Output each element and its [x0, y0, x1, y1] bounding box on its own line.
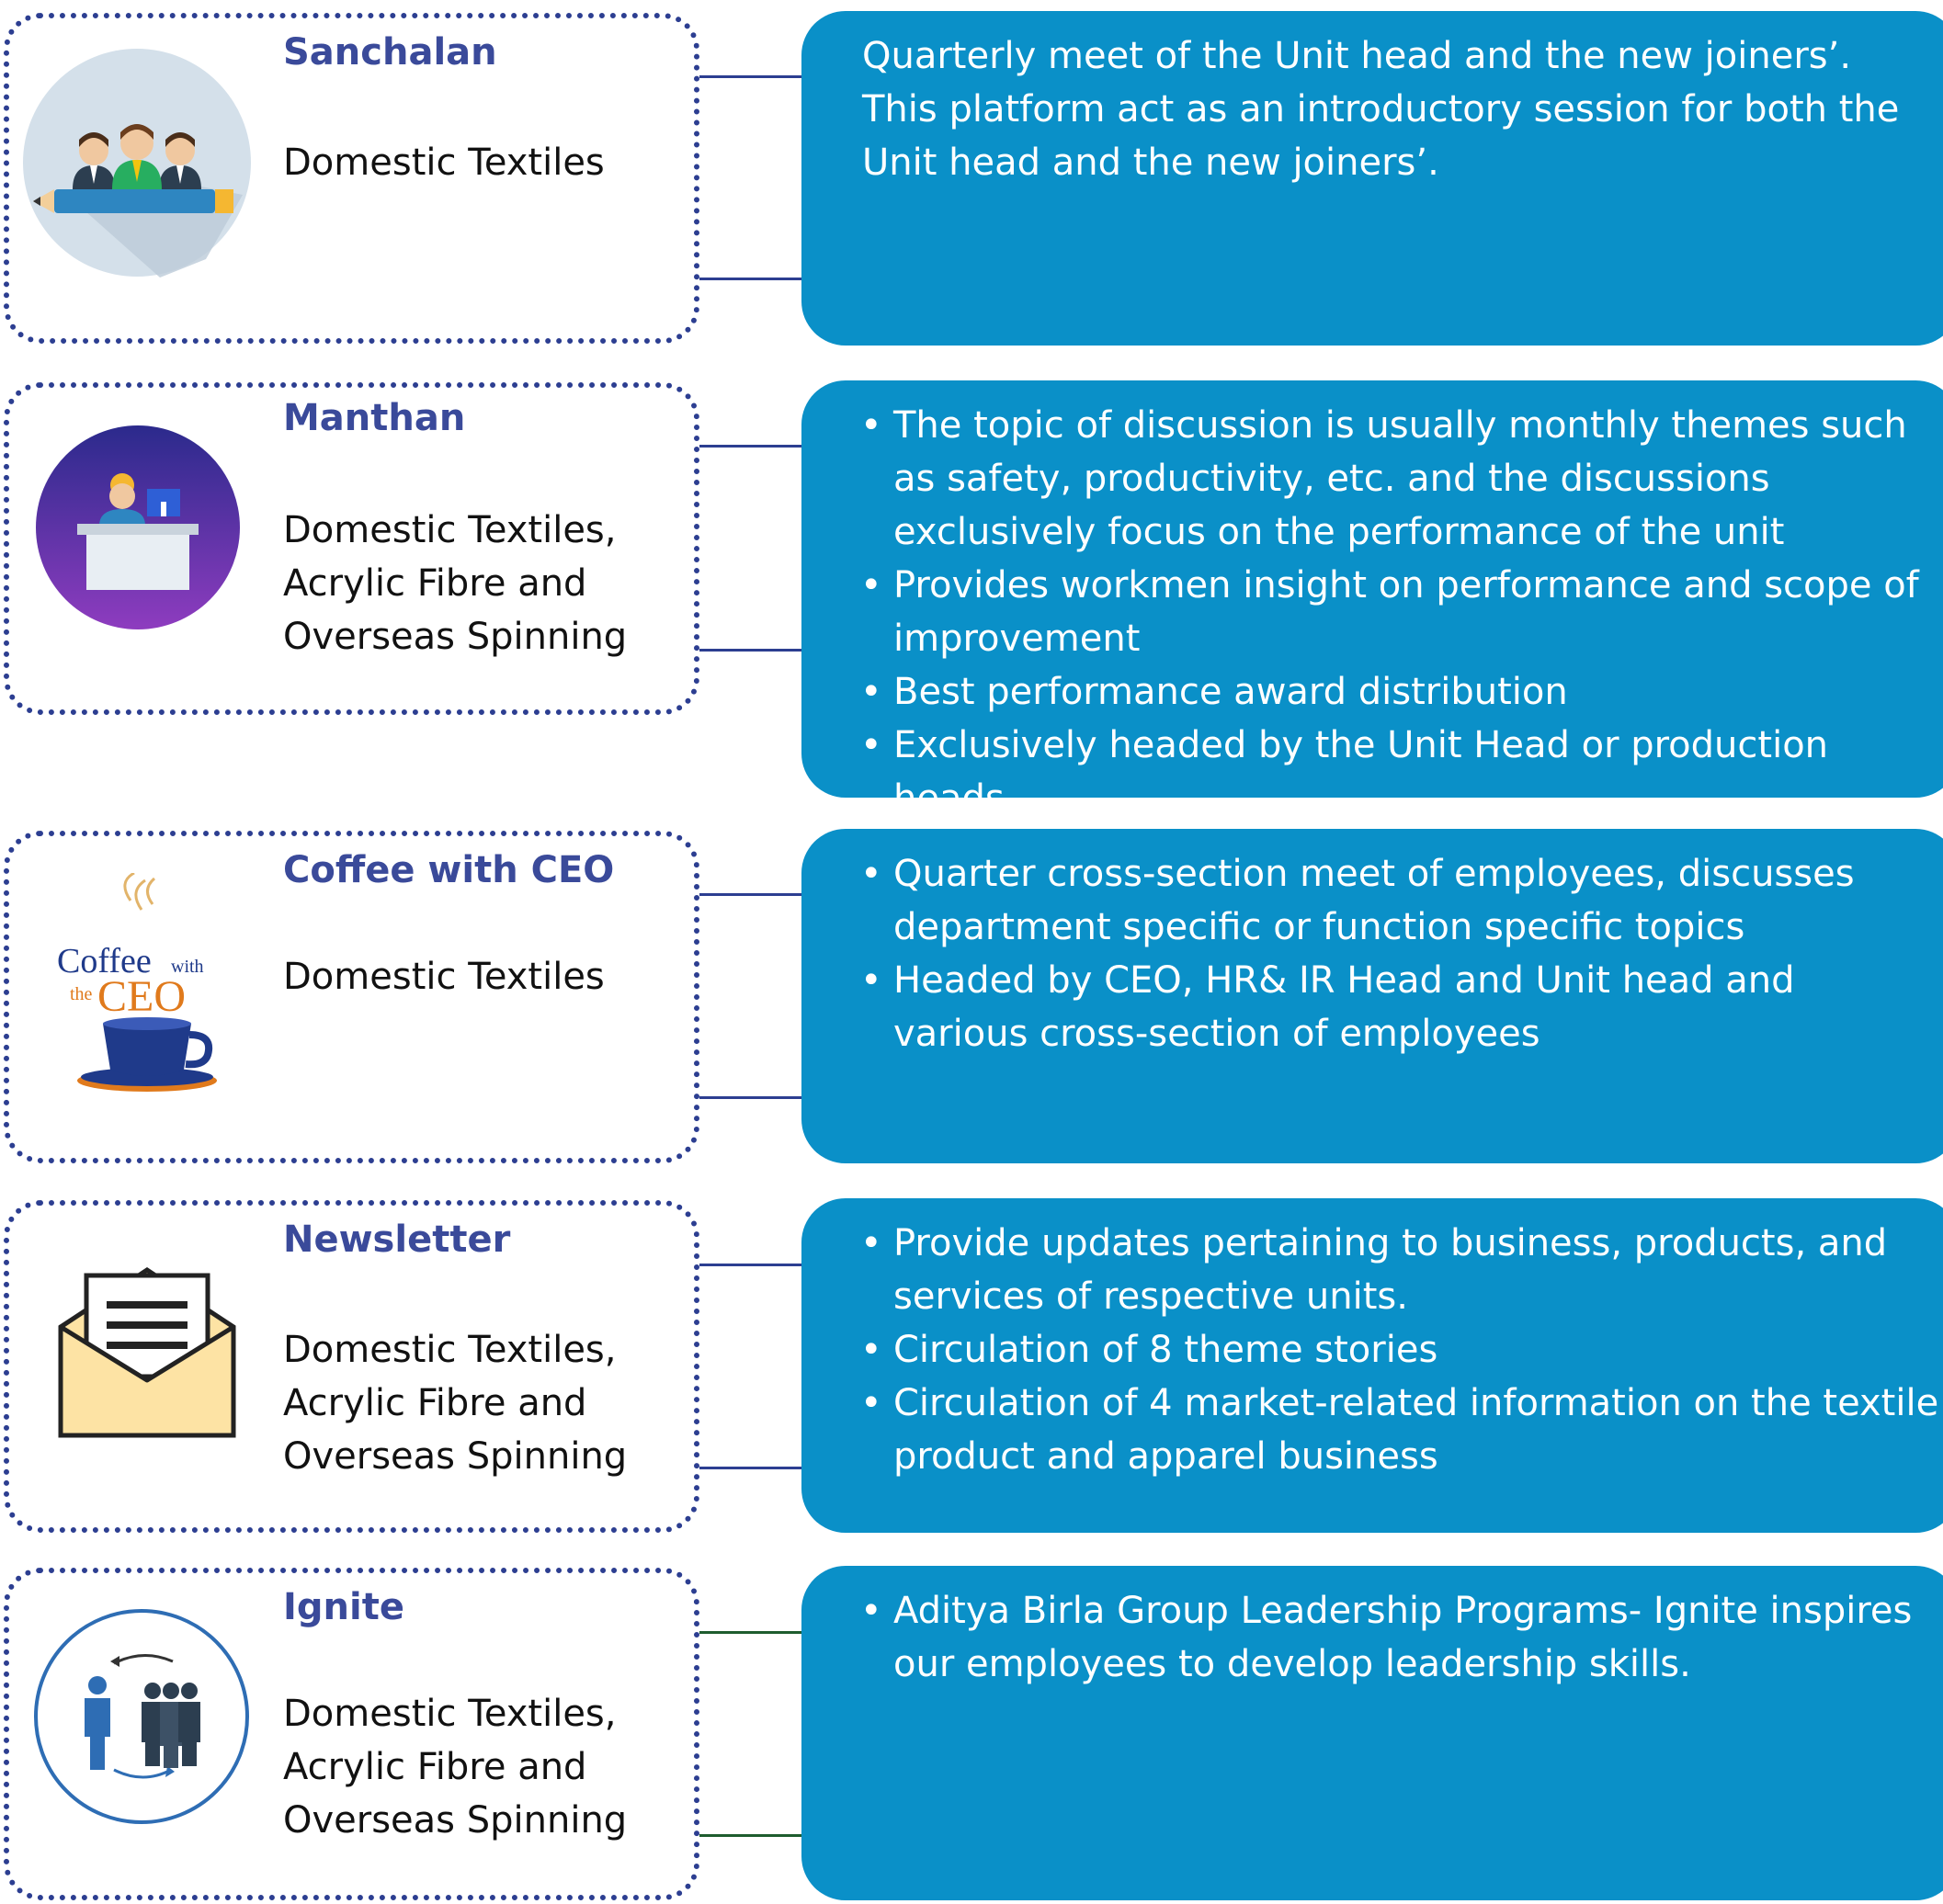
connector-dot — [824, 885, 843, 903]
coffee-cup-icon — [77, 1017, 217, 1092]
worker-desk-icon — [35, 425, 241, 634]
program-units: Domestic Textiles, Acrylic Fibre and Ove… — [283, 509, 628, 658]
description-bullet: Provide updates pertaining to business, … — [860, 1217, 1943, 1323]
connector-line — [699, 640, 843, 659]
leader-team-icon — [33, 1608, 250, 1829]
description-bullet: Circulation of 4 market-related informat… — [860, 1377, 1943, 1483]
connector-dot — [824, 1088, 843, 1106]
connector-line — [699, 1255, 843, 1274]
program-description-box: The topic of discussion is usually month… — [801, 380, 1943, 820]
program-card: Coffee with the CEO Coffee with CEO Dome… — [4, 831, 699, 1163]
connector-dot — [824, 640, 843, 659]
connector-dot — [824, 1458, 843, 1477]
coffee-with-ceo-logo: Coffee with the CEO — [51, 871, 235, 1097]
connector-line — [699, 1458, 843, 1477]
description-text: Quarterly meet of the Unit head and the … — [862, 35, 1900, 184]
description-bullets: Provide updates pertaining to business, … — [860, 1217, 1943, 1483]
connector-dot — [824, 1255, 843, 1274]
description-bullet: Quarter cross-section meet of employees,… — [860, 847, 1923, 954]
program-card: Ignite Domestic Textiles, Acrylic Fibre … — [4, 1568, 699, 1900]
program-card: Sanchalan Domestic Textiles — [4, 13, 699, 344]
connector-line — [699, 436, 843, 455]
program-card: Newsletter Domestic Textiles, Acrylic Fi… — [4, 1200, 699, 1533]
program-title: Ignite — [283, 1586, 404, 1628]
connector-line — [699, 1826, 843, 1844]
description-bullet: Best performance award distribution — [860, 665, 1941, 719]
description-bullet: Provides workmen insight on performance … — [860, 559, 1941, 665]
program-card: Manthan Domestic Textiles, Acrylic Fibre… — [4, 382, 699, 715]
description-bullet: Aditya Birla Group Leadership Programs- … — [860, 1584, 1923, 1691]
logo-with-text: with — [171, 957, 204, 977]
connector-line — [699, 1088, 843, 1106]
logo-the-text: the — [70, 984, 93, 1004]
description-bullet: Circulation of 8 theme stories — [860, 1323, 1943, 1377]
envelope-letter-icon — [55, 1261, 239, 1448]
description-bullets: Quarter cross-section meet of employees,… — [860, 847, 1923, 1060]
connector-line — [699, 1623, 843, 1641]
program-units: Domestic Textiles, Acrylic Fibre and Ove… — [283, 1329, 628, 1478]
connector-dot — [824, 1623, 843, 1641]
description-bullet: Exclusively headed by the Unit Head or p… — [860, 719, 1941, 825]
description-bullets: The topic of discussion is usually month… — [860, 399, 1941, 825]
logo-coffee-text: Coffee — [57, 942, 152, 980]
program-description-box: Aditya Birla Group Leadership Programs- … — [801, 1566, 1943, 1900]
connector-dot — [824, 436, 843, 455]
program-title: Coffee with CEO — [283, 849, 615, 891]
description-bullet: The topic of discussion is usually month… — [860, 399, 1941, 559]
program-units: Domestic Textiles — [283, 956, 605, 998]
program-row-sanchalan: Sanchalan Domestic Textiles Quarterly me… — [0, 0, 1943, 358]
program-title: Sanchalan — [283, 31, 497, 74]
program-title: Manthan — [283, 397, 466, 439]
logo-ceo-text: CEO — [97, 972, 186, 1021]
program-units: Domestic Textiles, Acrylic Fibre and Ove… — [283, 1693, 628, 1842]
program-units: Domestic Textiles — [283, 142, 605, 184]
connector-line — [699, 885, 843, 903]
program-description-box: Quarter cross-section meet of employees,… — [801, 829, 1943, 1163]
program-title: Newsletter — [283, 1218, 511, 1261]
team-pencil-icon — [22, 48, 252, 281]
description-bullet: Headed by CEO, HR& IR Head and Unit head… — [860, 954, 1923, 1060]
connector-dot — [824, 1826, 843, 1844]
program-description-box: Quarterly meet of the Unit head and the … — [801, 11, 1943, 346]
program-description-box: Provide updates pertaining to business, … — [801, 1198, 1943, 1533]
description-bullets: Aditya Birla Group Leadership Programs- … — [860, 1584, 1923, 1691]
